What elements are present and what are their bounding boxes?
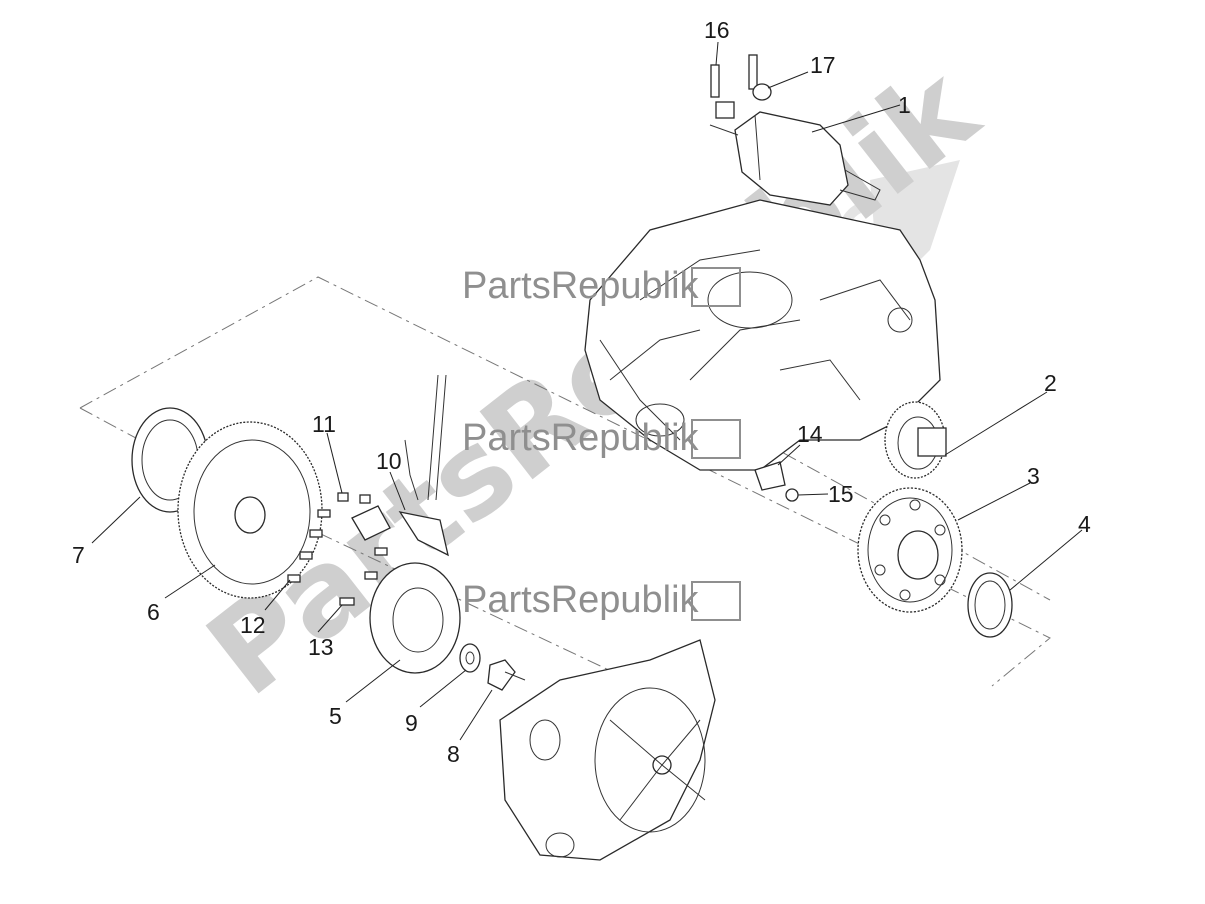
callout-13[interactable]: 13 <box>308 634 334 660</box>
watermark-1: PartsRepublik <box>462 265 741 307</box>
callout-10[interactable]: 10 <box>376 448 402 474</box>
callout-4[interactable]: 4 <box>1078 511 1091 537</box>
bolt[interactable] <box>710 64 735 119</box>
callout-15[interactable]: 15 <box>828 481 854 507</box>
watermark-text: PartsRepublik <box>462 265 700 307</box>
callout-11[interactable]: 11 <box>312 411 336 437</box>
pickup-sensor-harness[interactable] <box>351 374 449 557</box>
callout-2[interactable]: 2 <box>1044 370 1057 396</box>
gear-flag-icon <box>691 267 741 307</box>
generator-cover <box>499 639 716 861</box>
starter-motor[interactable] <box>709 111 881 206</box>
flange-bolt[interactable] <box>487 659 526 691</box>
freewheel-clutch[interactable] <box>967 572 1013 638</box>
callout-17[interactable]: 17 <box>810 52 836 78</box>
watermark-2: PartsRepublik <box>462 417 741 459</box>
callout-12[interactable]: 12 <box>240 612 266 638</box>
callout-16[interactable]: 16 <box>704 17 730 43</box>
gear-flag-icon <box>691 581 741 621</box>
callout-3[interactable]: 3 <box>1027 463 1040 489</box>
stator[interactable] <box>369 562 461 674</box>
gear-flag-icon <box>691 419 741 459</box>
callout-9[interactable]: 9 <box>405 710 418 736</box>
callout-5[interactable]: 5 <box>329 703 342 729</box>
leader-lines <box>91 41 1083 741</box>
screw-group[interactable] <box>287 492 388 606</box>
bolt-15[interactable] <box>785 488 799 502</box>
watermark-text: PartsRepublik <box>462 417 700 459</box>
flywheel-rotor[interactable] <box>177 421 323 599</box>
starter-driven-gear[interactable] <box>857 487 963 613</box>
cable-clamp[interactable] <box>754 461 786 491</box>
spacer[interactable] <box>748 54 772 101</box>
callouts: 1 2 3 4 5 6 7 8 9 10 11 12 13 14 15 16 1… <box>72 17 1091 767</box>
callout-1[interactable]: 1 <box>898 92 911 118</box>
washer[interactable] <box>459 643 481 673</box>
watermark-text: PartsRepublik <box>462 579 700 621</box>
callout-7[interactable]: 7 <box>72 542 85 568</box>
callout-14[interactable]: 14 <box>797 421 823 447</box>
idler-gear[interactable] <box>884 401 947 479</box>
watermark-3: PartsRepublik <box>462 579 741 621</box>
callout-8[interactable]: 8 <box>447 741 460 767</box>
crankcase <box>584 199 941 471</box>
callout-6[interactable]: 6 <box>147 599 160 625</box>
